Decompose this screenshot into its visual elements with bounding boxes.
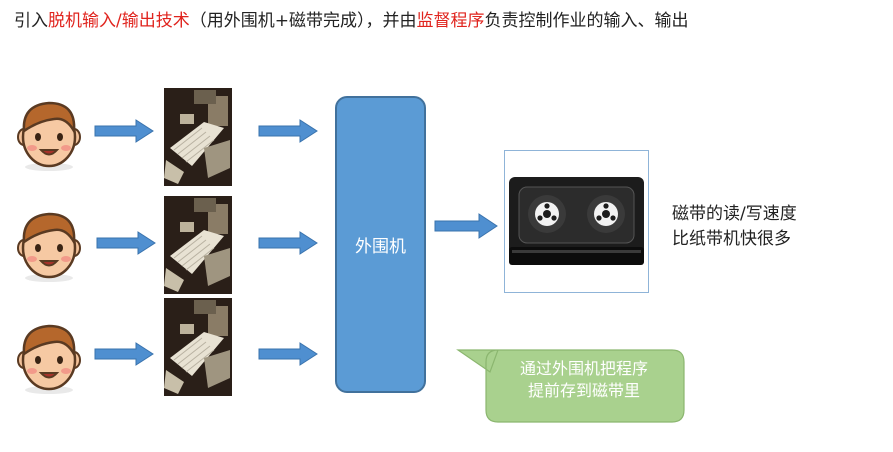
title-text-1: 引入	[14, 11, 48, 31]
title-highlight-offline-input: 脱机输入	[48, 11, 116, 31]
title-text-2: （用外围机+磁带完成），并由	[190, 11, 417, 31]
callout-text: 通过外围机把程序 提前存到磁带里	[484, 358, 684, 402]
page-title: 引入脱机输入/输出技术（用外围机+磁带完成），并由监督程序负责控制作业的输入、输…	[14, 6, 688, 31]
right-arrow-icon	[96, 231, 156, 255]
tape-speed-note: 磁带的读/写速度 比纸带机快很多	[672, 202, 797, 252]
right-arrow-icon	[434, 213, 498, 239]
user-face-icon	[16, 208, 82, 284]
peripheral-machine-box: 外围机	[335, 96, 426, 393]
magnetic-tape-icon	[505, 151, 648, 292]
peripheral-machine-label: 外围机	[355, 232, 406, 257]
right-arrow-icon	[94, 342, 154, 366]
user-face-icon	[16, 97, 82, 173]
user-face-icon	[16, 320, 82, 396]
title-highlight-supervisor: 监督程序	[416, 11, 484, 31]
callout-line2: 提前存到磁带里	[484, 380, 684, 402]
paper-tape-reader-photo	[164, 88, 232, 186]
magnetic-tape-frame	[504, 150, 649, 293]
right-arrow-icon	[258, 119, 318, 143]
callout-line1: 通过外围机把程序	[484, 358, 684, 380]
paper-tape-reader-photo	[164, 196, 232, 294]
title-highlight-output-tech: 输出技术	[122, 11, 190, 31]
tape-speed-note-line1: 磁带的读/写速度	[672, 202, 797, 227]
right-arrow-icon	[94, 119, 154, 143]
right-arrow-icon	[258, 231, 318, 255]
paper-tape-reader-photo	[164, 298, 232, 396]
title-text-3: 负责控制作业的输入、输出	[484, 11, 688, 31]
right-arrow-icon	[258, 342, 318, 366]
tape-speed-note-line2: 比纸带机快很多	[672, 227, 797, 252]
